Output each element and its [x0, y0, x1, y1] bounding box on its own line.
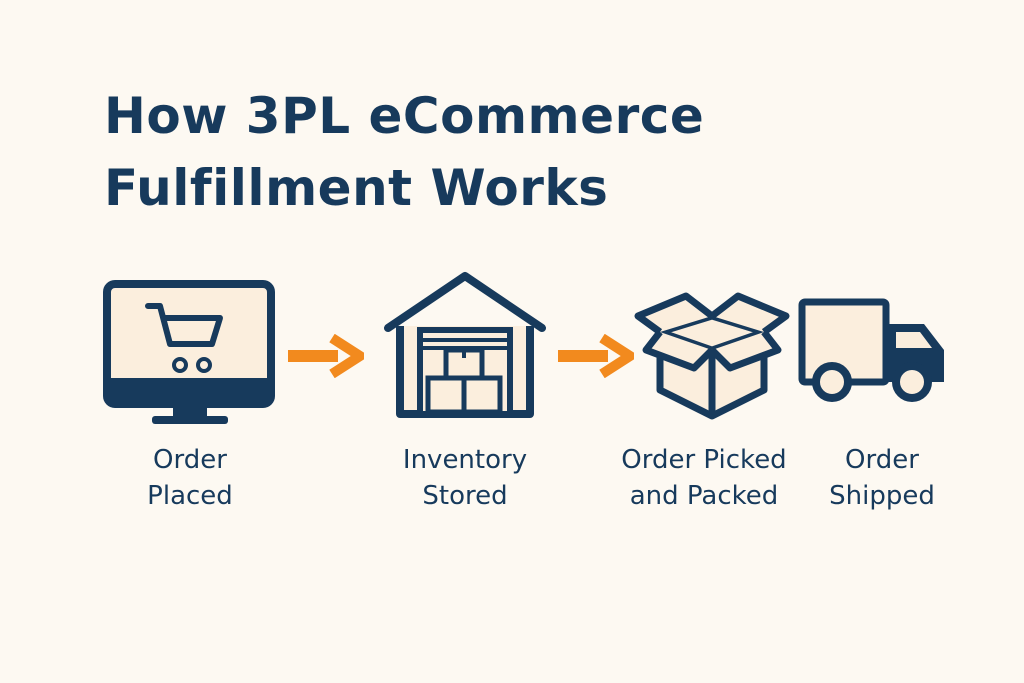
- computer-cart-icon: [103, 280, 275, 424]
- step-label-order-placed: Order Placed: [147, 445, 233, 511]
- arrow-right-icon: [558, 334, 634, 378]
- warehouse-icon: [384, 272, 546, 418]
- step-label-order-shipped: Order Shipped: [829, 445, 935, 511]
- open-box-icon: [634, 292, 790, 420]
- page-title: How 3PL eCommerce Fulfillment Works: [104, 80, 704, 224]
- title-line-2: Fulfillment Works: [104, 159, 609, 217]
- arrow-right-icon: [288, 334, 364, 378]
- step-label-inventory-stored: Inventory Stored: [402, 445, 528, 511]
- title-line-1: How 3PL eCommerce: [104, 87, 705, 145]
- delivery-truck-icon: [798, 298, 944, 402]
- step-label-order-picked-packed: Order Picked and Packed: [621, 445, 787, 511]
